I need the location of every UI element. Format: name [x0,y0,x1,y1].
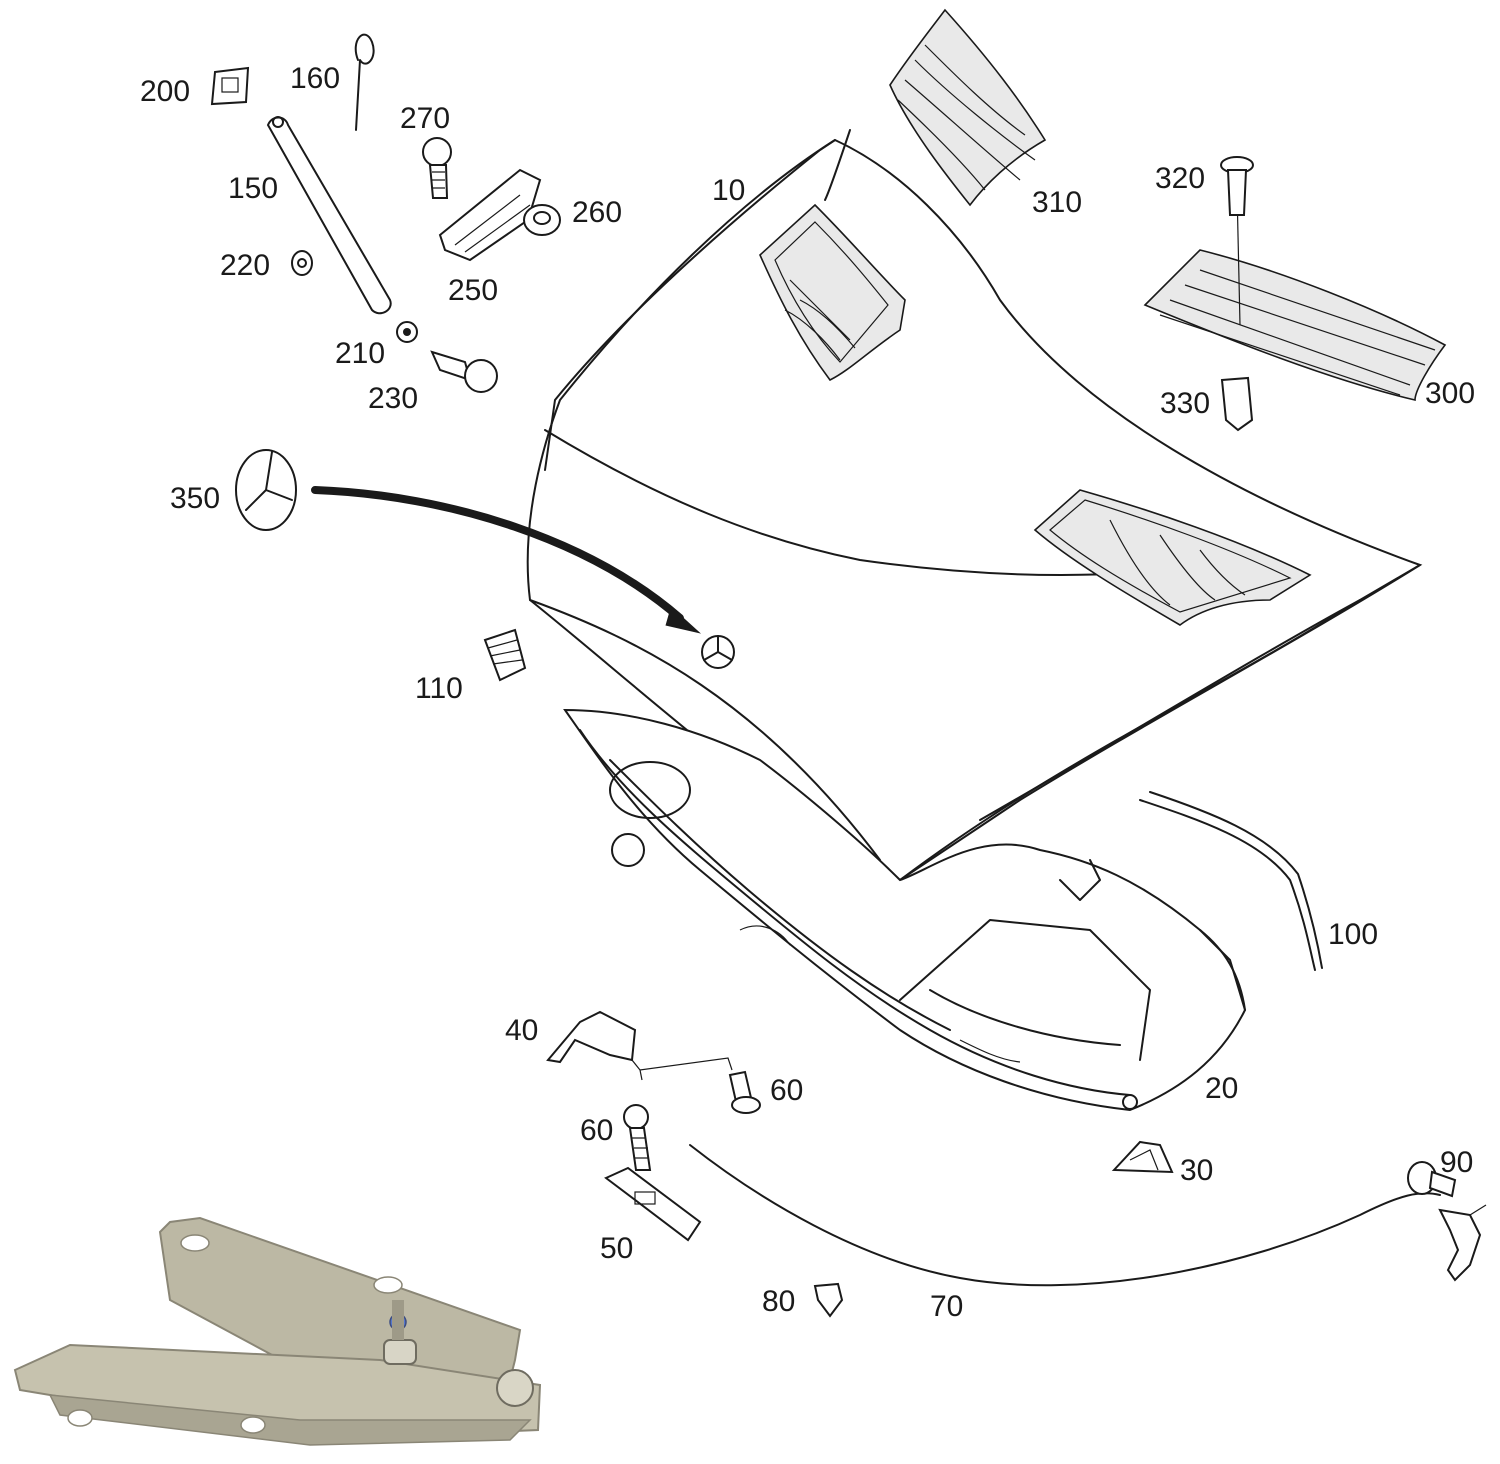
release-cable-part [689,1144,1441,1287]
clip-80-part [813,1282,844,1318]
part-label-20: 20 [1205,1072,1238,1105]
latch-40-part [546,1010,733,1081]
washer-220-part [291,250,313,276]
part-label-160: 160 [290,62,340,95]
part-label-330: 330 [1160,387,1210,420]
part-label-90: 90 [1440,1146,1473,1179]
emblem-arrow [311,486,702,634]
bolt-230-part [430,350,498,393]
hood-inner-frame [563,708,1247,1112]
hood-seal-part [1139,791,1323,971]
part-label-70: 70 [930,1290,963,1323]
part-label-150: 150 [228,172,278,205]
part-label-260: 260 [572,196,622,229]
latch-plate-50-part [604,1166,702,1242]
bolt-90-part [1407,1161,1457,1198]
bolt-270-part [422,137,452,199]
part-label-30: 30 [1180,1154,1213,1187]
part-label-270: 270 [400,102,450,135]
star-emblem-part [235,449,297,531]
part-label-50: 50 [600,1232,633,1265]
vent-grille-left-part [889,8,1047,207]
part-labels: 10 20 30 40 50 60 60 70 80 90 100 110 15… [140,62,1475,1323]
release-handle-part [1438,1204,1487,1282]
part-label-310: 310 [1032,186,1082,219]
part-label-350: 350 [170,482,220,515]
part-label-230: 230 [368,382,418,415]
bolt-60-lower-part [623,1104,652,1171]
clip-330-part [1220,376,1254,432]
part-label-220: 220 [220,249,270,282]
vent-grille-right-part [1143,189,1447,402]
bolt-60-upper-part [728,1070,761,1114]
part-label-80: 80 [762,1285,795,1318]
part-label-60-upper: 60 [770,1074,803,1107]
part-label-60-lower: 60 [580,1114,613,1147]
washer-210-part [396,321,418,343]
screw-320-part [1220,156,1254,216]
hood-buffer-part [483,628,527,682]
nut-260-part [523,204,561,236]
clip-200-part [210,66,250,106]
hinge-photo [13,1216,542,1446]
spring-160-part [354,33,375,131]
part-label-250: 250 [448,274,498,307]
part-label-300: 300 [1425,377,1475,410]
part-label-320: 320 [1155,162,1205,195]
part-label-110: 110 [415,672,463,705]
part-label-10: 10 [712,174,745,207]
part-label-100: 100 [1328,918,1378,951]
part-label-200: 200 [140,75,190,108]
part-label-210: 210 [335,337,385,370]
hood-stay-rod-part [266,116,392,315]
part-label-40: 40 [505,1014,538,1047]
hood-panel [526,129,1423,882]
clip-30-part [1111,1140,1174,1174]
